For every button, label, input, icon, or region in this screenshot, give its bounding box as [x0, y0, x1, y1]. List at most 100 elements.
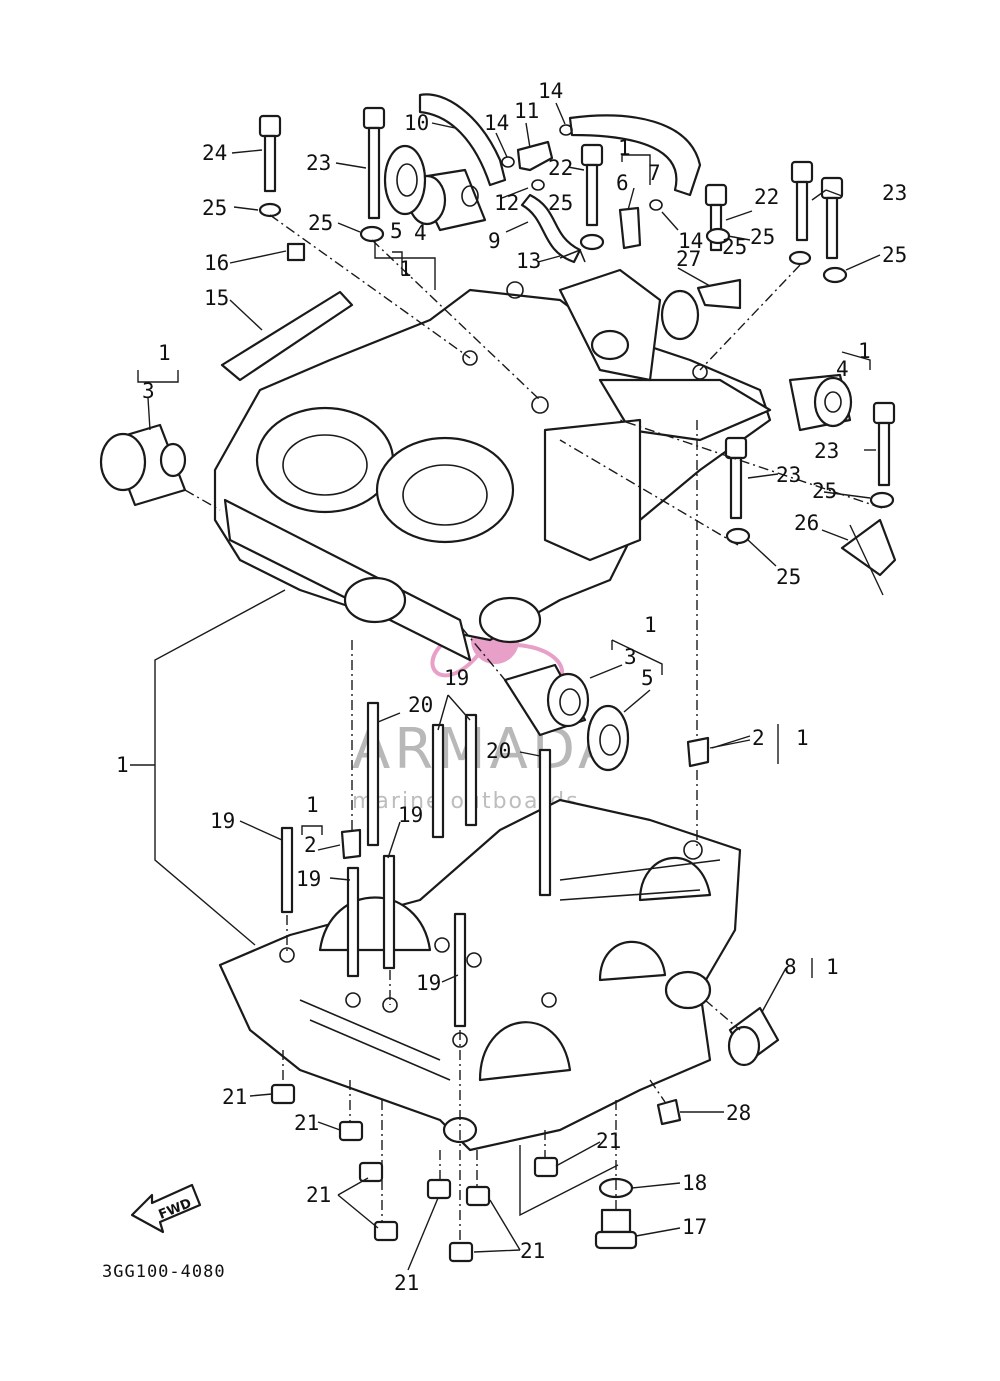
callout-17: 17	[682, 1215, 707, 1239]
callout-10: 10	[404, 111, 429, 135]
callout-labels: 24 25 23 25 5 4 1 10 14 11 14 22 12 25 9…	[116, 79, 907, 1295]
callout-1-right: 1	[858, 339, 871, 363]
callout-1-main: 1	[116, 753, 129, 777]
washer-25-b	[359, 225, 385, 243]
callout-1-hose: 1	[618, 136, 631, 160]
callout-2b: 2	[304, 833, 317, 857]
callout-25c: 25	[548, 191, 573, 215]
leader-lines	[130, 102, 884, 1271]
cover-15	[220, 290, 354, 382]
callout-1-mid: 1	[644, 613, 657, 637]
callout-14: 14	[484, 111, 509, 135]
bolt-22-b	[704, 183, 728, 207]
stud-19-d	[382, 854, 396, 970]
callout-25f: 25	[812, 479, 837, 503]
stud-20-a	[366, 701, 380, 847]
callout-21f: 21	[394, 1271, 419, 1295]
nuts-21	[270, 1083, 559, 1263]
callout-5: 5	[390, 219, 403, 243]
damper-3-mid	[503, 663, 590, 737]
callout-19c: 19	[398, 803, 423, 827]
callout-18: 18	[682, 1171, 707, 1195]
callout-23: 23	[306, 151, 331, 175]
bolt-23-right-a	[790, 160, 814, 184]
callout-9: 9	[488, 229, 501, 253]
bolt-24	[258, 114, 282, 193]
block-28	[656, 1098, 682, 1126]
callout-1-left: 1	[158, 341, 171, 365]
hose-7	[568, 114, 702, 197]
callout-1-pin: 1	[306, 793, 319, 817]
callout-22b: 22	[754, 185, 779, 209]
callout-3b: 3	[624, 645, 637, 669]
callout-20b: 20	[486, 739, 511, 763]
dowel-2-left	[340, 828, 362, 860]
watermark-brand: ARMADA	[352, 717, 620, 782]
callout-7: 7	[648, 161, 661, 185]
parts	[99, 93, 897, 1263]
callout-21e: 21	[520, 1239, 545, 1263]
bolt-23-d	[724, 436, 748, 460]
callout-27: 27	[676, 247, 701, 271]
callout-21: 21	[222, 1085, 247, 1109]
callout-11: 11	[514, 99, 539, 123]
callout-1-bush: 1	[826, 955, 839, 979]
callout-1-dowel: 1	[796, 726, 809, 750]
bolt-22-a	[580, 143, 604, 167]
callout-23b: 23	[882, 181, 907, 205]
callout-5b: 5	[641, 666, 654, 690]
callout-28: 28	[726, 1101, 751, 1125]
callout-25d: 25	[750, 225, 775, 249]
screw-16	[286, 242, 306, 262]
callout-1-top: 1	[399, 257, 412, 281]
callout-15: 15	[204, 286, 229, 310]
washer-25-e	[788, 250, 812, 266]
oring-14-a	[501, 156, 515, 168]
callout-12: 12	[494, 191, 519, 215]
washer-25-g	[869, 491, 895, 509]
callout-21d: 21	[306, 1183, 331, 1207]
washer-25-a	[258, 202, 282, 218]
dowel-2-right	[686, 736, 710, 768]
callout-25e: 25	[882, 243, 907, 267]
callout-14b: 14	[538, 79, 563, 103]
bolt-23-c	[872, 401, 896, 425]
stud-19-f	[453, 912, 467, 1028]
callout-6: 6	[616, 171, 629, 195]
upper-crankcase	[213, 268, 772, 662]
callout-25b: 25	[308, 211, 333, 235]
hose-10	[418, 93, 507, 187]
damper-4-right	[788, 373, 853, 432]
bracket-26	[840, 518, 897, 577]
callout-21c: 21	[596, 1129, 621, 1153]
callout-19b: 19	[210, 809, 235, 833]
damper-3-left	[99, 423, 187, 507]
clip-13	[559, 248, 586, 263]
callout-25: 25	[202, 196, 227, 220]
stud-20-b	[538, 748, 552, 897]
stud-19-b	[431, 723, 445, 839]
fitting-6	[618, 206, 642, 250]
stud-19-c	[464, 713, 478, 827]
plate-5-top	[383, 144, 427, 216]
callout-23c: 23	[814, 439, 839, 463]
fwd-arrow-icon: FWD	[130, 1183, 202, 1234]
washer-25-h	[725, 527, 751, 545]
hose-9	[520, 193, 582, 264]
callout-23d: 23	[776, 463, 801, 487]
callout-25g: 25	[776, 565, 801, 589]
assembly-lines	[184, 214, 883, 1240]
callout-21b: 21	[294, 1111, 319, 1135]
callout-3: 3	[142, 379, 155, 403]
fitting-11	[516, 140, 554, 172]
callout-19d: 19	[296, 867, 321, 891]
callout-26: 26	[794, 511, 819, 535]
oring-14-b	[559, 124, 573, 136]
oring-14-c	[649, 199, 663, 211]
stud-19-e	[346, 866, 360, 978]
callout-19: 19	[444, 666, 469, 690]
callout-8: 8	[784, 955, 797, 979]
callout-4: 4	[414, 221, 427, 245]
callout-22: 22	[548, 156, 573, 180]
